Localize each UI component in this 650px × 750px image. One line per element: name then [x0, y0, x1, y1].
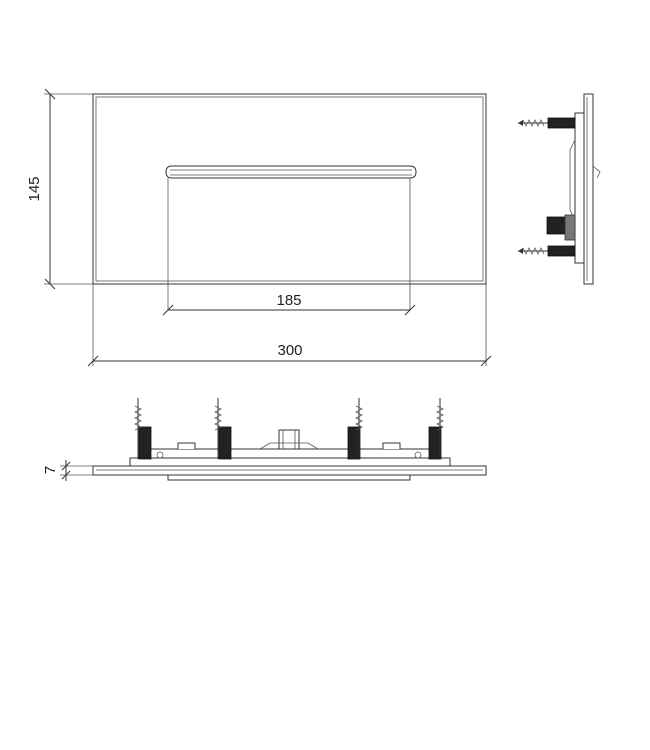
lower-screw [518, 245, 576, 257]
depth-dimension: 7 [42, 460, 93, 481]
center-spigot [278, 429, 300, 450]
grille-lip [165, 165, 417, 179]
inner-width-label: 185 [276, 292, 301, 309]
top-view [92, 398, 487, 481]
width-dimension: 300 [87, 284, 492, 367]
screw-3 [347, 398, 363, 460]
side-body [574, 112, 585, 264]
screw-4 [428, 398, 444, 460]
front-plate-outline [92, 93, 487, 285]
screw-1 [134, 398, 152, 460]
depth-label: 7 [42, 466, 59, 474]
screw-2 [214, 398, 232, 460]
upper-screw [518, 117, 576, 129]
base-frame [129, 457, 451, 467]
side-plate [583, 93, 594, 285]
width-label: 300 [277, 342, 302, 359]
height-dimension: 145 [26, 88, 93, 290]
height-label: 145 [26, 176, 43, 201]
top-plate [92, 465, 487, 476]
side-view [518, 93, 601, 285]
front-view [92, 93, 487, 310]
front-plate-inner-edge [95, 96, 484, 282]
inner-width-dimension: 185 [162, 292, 416, 316]
grille-strip [167, 474, 411, 481]
